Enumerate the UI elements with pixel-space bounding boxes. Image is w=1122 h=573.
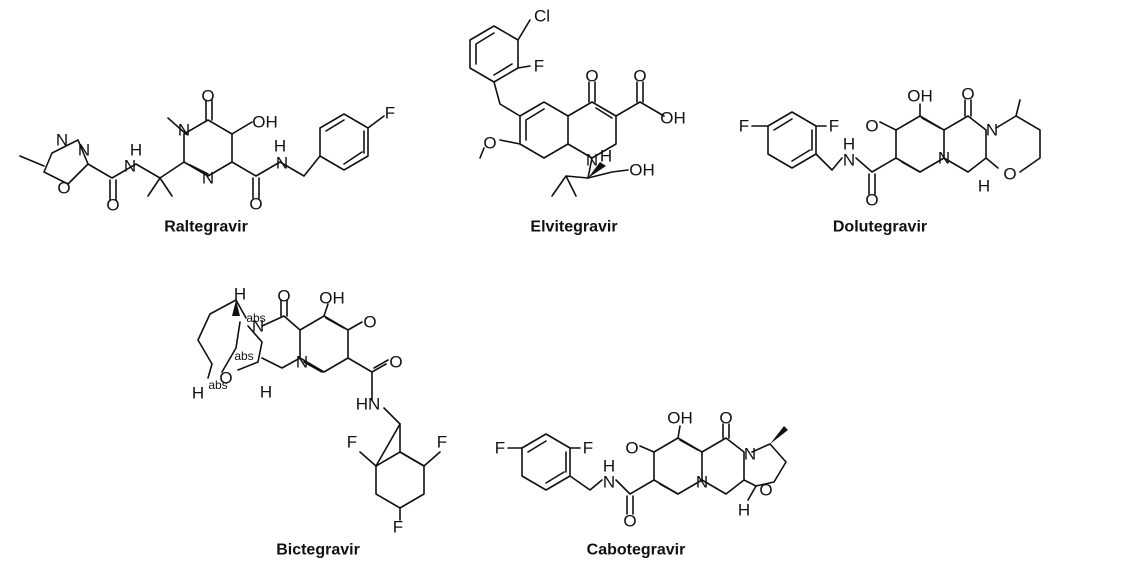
bictegravir-atom-label: O: [389, 353, 402, 372]
raltegravir-atom-label: H: [130, 141, 142, 160]
dolutegravir-atom-label: F: [739, 117, 749, 136]
bictegravir-label: Bictegravir: [276, 542, 360, 559]
dolutegravir-atom-label: O: [865, 117, 878, 136]
raltegravir-atom-label: N: [56, 131, 68, 150]
bictegravir-atom-label: O: [219, 369, 232, 388]
bictegravir-atom-label: abs: [208, 378, 227, 392]
bictegravir-structure: H abs N abs O abs H H O OH O N O HN F F …: [192, 285, 447, 559]
elvitegravir-label: Elvitegravir: [530, 219, 617, 236]
cabotegravir-atom-label: O: [623, 512, 636, 531]
dolutegravir-atom-label: H: [843, 135, 855, 154]
dolutegravir-atom-label: H: [978, 177, 990, 196]
dolutegravir-atom-label: N: [938, 149, 950, 168]
raltegravir-atom-label: O: [249, 195, 262, 214]
elvitegravir-atom-label: OH: [660, 109, 686, 128]
bictegravir-atom-label: N: [296, 353, 308, 372]
elvitegravir-atom-label: H: [600, 147, 612, 166]
raltegravir-atom-label: N: [202, 169, 214, 188]
bictegravir-atom-label: abs: [234, 349, 253, 363]
dolutegravir-atom-label: N: [986, 121, 998, 140]
bictegravir-atom-label: abs: [246, 311, 265, 325]
raltegravir-atom-label: O: [201, 87, 214, 106]
elvitegravir-atom-label: O: [483, 134, 496, 153]
bictegravir-atom-label: O: [277, 287, 290, 306]
cabotegravir-atom-label: F: [495, 439, 505, 458]
bictegravir-atom-label: H: [260, 383, 272, 402]
dolutegravir-atom-label: N: [843, 151, 855, 170]
raltegravir-atom-label: O: [106, 196, 119, 215]
raltegravir-atom-label: O: [57, 179, 70, 198]
bictegravir-atom-label: OH: [319, 289, 345, 308]
cabotegravir-atom-label: N: [603, 473, 615, 492]
elvitegravir-atom-label: OH: [629, 161, 655, 180]
bictegravir-atom-label: N: [252, 317, 264, 336]
cabotegravir-atom-label: O: [759, 481, 772, 500]
dolutegravir-atom-label: O: [1003, 165, 1016, 184]
raltegravir-atom-label: N: [78, 141, 90, 160]
cabotegravir-atom-label: O: [719, 409, 732, 428]
raltegravir-atom-label: N: [178, 121, 190, 140]
bictegravir-atom-label: F: [347, 433, 357, 452]
elvitegravir-structure: Cl F O O OH O N H OH Elvitegravir: [469, 7, 686, 236]
bictegravir-atom-label: F: [393, 518, 403, 537]
dolutegravir-label: Dolutegravir: [833, 219, 927, 236]
bictegravir-atom-label: H: [192, 384, 204, 403]
bictegravir-atom-label: HN: [356, 395, 381, 414]
raltegravir-label: Raltegravir: [164, 219, 248, 236]
cabotegravir-atom-label: O: [625, 439, 638, 458]
raltegravir-atom-label: N: [124, 157, 136, 176]
elvitegravir-atom-label: N: [586, 151, 598, 170]
bictegravir-atom-label: F: [437, 433, 447, 452]
dolutegravir-atom-label: O: [961, 85, 974, 104]
elvitegravir-atom-label: F: [534, 57, 544, 76]
raltegravir-atom-label: OH: [252, 113, 278, 132]
cabotegravir-atom-label: N: [696, 473, 708, 492]
raltegravir-atom-label: F: [385, 104, 395, 123]
elvitegravir-atom-label: O: [633, 67, 646, 86]
raltegravir-atom-label: N: [276, 154, 288, 173]
elvitegravir-atom-label: Cl: [534, 7, 550, 26]
dolutegravir-atom-label: O: [865, 191, 878, 210]
dolutegravir-atom-label: OH: [907, 87, 933, 106]
cabotegravir-atom-label: H: [738, 501, 750, 520]
bictegravir-atom-label: O: [363, 313, 376, 332]
dolutegravir-structure: F F H N O O OH O N N O H Dolutegravir: [739, 85, 1041, 236]
dolutegravir-atom-label: F: [829, 117, 839, 136]
cabotegravir-structure: F F H N O O OH O N N O H Cabotegravir: [495, 409, 788, 559]
bictegravir-atom-label: H: [234, 285, 246, 304]
elvitegravir-atom-label: O: [585, 67, 598, 86]
cabotegravir-atom-label: N: [744, 445, 756, 464]
raltegravir-structure: N N O O H N N N O OH O H N F Raltegravir: [19, 87, 395, 236]
cabotegravir-atom-label: F: [583, 439, 593, 458]
raltegravir-atom-label: H: [274, 137, 286, 156]
cabotegravir-label: Cabotegravir: [587, 542, 686, 559]
cabotegravir-atom-label: H: [603, 457, 615, 476]
cabotegravir-atom-label: OH: [667, 409, 693, 428]
